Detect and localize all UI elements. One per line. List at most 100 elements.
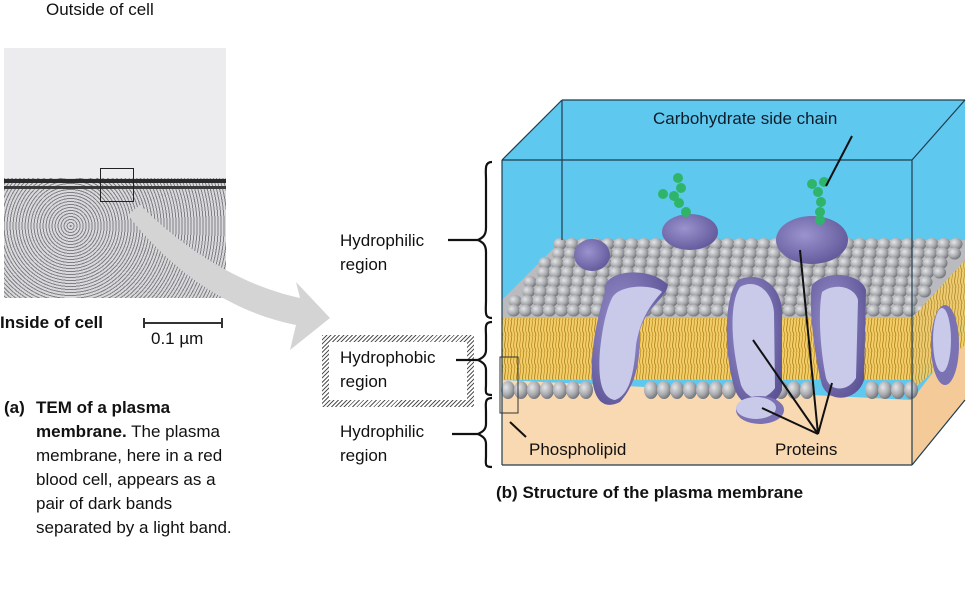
head-group — [765, 266, 778, 279]
head-group — [567, 304, 580, 317]
head-group — [879, 304, 892, 317]
head-group — [595, 276, 609, 288]
head-group — [949, 238, 963, 250]
scale-bar-label: 0.1 µm — [151, 329, 204, 348]
head-group — [706, 257, 720, 269]
head-group — [514, 381, 528, 399]
head-group — [669, 266, 682, 279]
head-group — [694, 257, 708, 269]
head-group — [720, 247, 733, 260]
head-group — [564, 247, 577, 260]
head-group — [898, 257, 912, 269]
head-group — [801, 266, 814, 279]
head-group — [696, 247, 709, 260]
head-group — [838, 257, 852, 269]
head-group — [690, 285, 703, 298]
head-group — [568, 295, 582, 307]
region-mid-line2: region — [340, 372, 388, 391]
head-group — [559, 276, 573, 288]
head-group — [700, 295, 714, 307]
head-group — [663, 304, 676, 317]
head-group — [684, 247, 697, 260]
head-group — [552, 247, 565, 260]
head-group — [876, 247, 889, 260]
caption-a: (a) TEM of a plasma membrane. The plasma… — [4, 396, 244, 596]
head-group — [540, 381, 554, 399]
head-group — [664, 295, 678, 307]
glycoprotein-2 — [776, 216, 848, 264]
head-group — [867, 304, 880, 317]
head-group — [934, 257, 948, 269]
head-group — [649, 238, 663, 250]
head-group — [877, 238, 891, 250]
head-group — [547, 276, 561, 288]
head-group — [537, 266, 550, 279]
head-group — [895, 276, 909, 288]
head-group — [693, 266, 706, 279]
head-group — [678, 285, 691, 298]
head-group — [622, 257, 636, 269]
proteins-label: Proteins — [775, 440, 838, 459]
head-group — [555, 304, 568, 317]
head-group — [800, 381, 814, 399]
scale-bar — [143, 318, 223, 328]
head-group — [813, 266, 826, 279]
head-group — [702, 285, 715, 298]
head-group — [646, 257, 660, 269]
phospholipid-highlight — [499, 356, 519, 414]
caption-b-tag: (b) — [496, 483, 518, 502]
head-group — [594, 285, 607, 298]
head-group — [508, 295, 522, 307]
peripheral-protein-left — [574, 239, 610, 271]
head-group — [732, 247, 745, 260]
head-group — [534, 285, 547, 298]
head-group — [636, 247, 649, 260]
head-group — [570, 285, 583, 298]
head-group — [937, 238, 951, 250]
head-group — [666, 285, 679, 298]
head-group — [921, 266, 934, 279]
head-group — [523, 276, 537, 288]
head-group — [531, 304, 544, 317]
head-group — [715, 276, 729, 288]
region-bottom-line2: region — [340, 446, 388, 465]
head-group — [850, 257, 864, 269]
head-group — [718, 257, 732, 269]
caption-a-text: The plasma membrane, here in a red blood… — [36, 422, 232, 537]
head-group — [699, 304, 712, 317]
pointer-lines — [509, 135, 853, 438]
head-group — [711, 304, 724, 317]
head-group — [907, 276, 921, 288]
head-group — [897, 266, 910, 279]
head-group — [709, 381, 723, 399]
head-group — [683, 381, 697, 399]
head-group — [722, 381, 736, 399]
head-group — [912, 247, 925, 260]
head-group — [519, 304, 532, 317]
head-group — [924, 247, 937, 260]
tem-micrograph — [4, 48, 226, 298]
head-group — [672, 247, 685, 260]
head-group — [883, 276, 897, 288]
head-group — [757, 238, 771, 250]
head-group — [910, 257, 924, 269]
bracket-hydrophobic — [475, 320, 493, 397]
head-group — [865, 381, 879, 399]
head-group — [849, 266, 862, 279]
glycoprotein-1 — [662, 214, 718, 250]
region-label-hydrophobic: Hydrophobic region — [340, 346, 435, 394]
caption-a-tag: (a) — [4, 398, 25, 417]
head-group — [853, 238, 867, 250]
head-group — [882, 285, 895, 298]
head-group — [775, 276, 789, 288]
region-top-line1: Hydrophilic — [340, 231, 425, 250]
head-group — [733, 238, 747, 250]
head-group — [562, 257, 576, 269]
head-group — [862, 257, 876, 269]
outside-of-cell-label: Outside of cell — [46, 0, 154, 19]
cytoplasm-texture — [4, 178, 226, 298]
head-group — [648, 247, 661, 260]
carbohydrate-label: Carbohydrate side chain — [653, 109, 838, 128]
head-group — [579, 381, 593, 399]
